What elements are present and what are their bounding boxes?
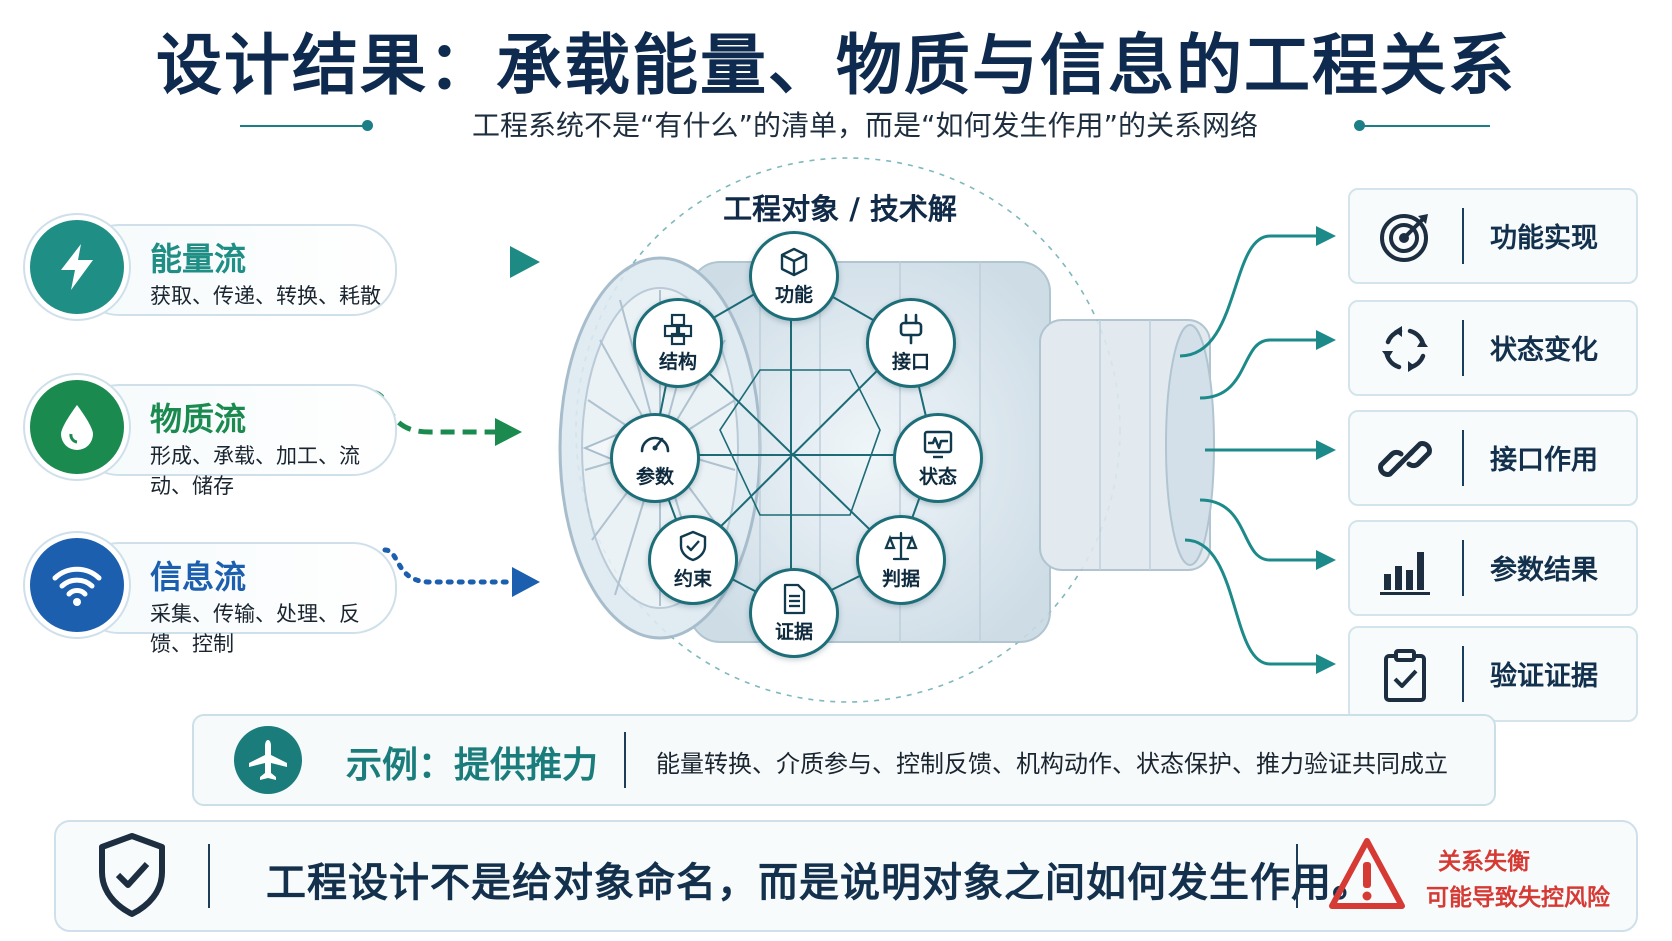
gauge-icon	[640, 436, 670, 453]
output-function-realization[interactable]: 功能实现	[1348, 188, 1638, 284]
node-evidence-label: 证据	[774, 621, 813, 643]
wifi-icon	[30, 538, 124, 632]
cube-icon	[780, 247, 808, 277]
flow-material-title: 物质流	[150, 400, 247, 438]
output-label: 验证证据	[1490, 661, 1598, 692]
monitor-pulse-icon	[923, 430, 953, 459]
page-subtitle: 工程系统不是“有什么”的清单，而是“如何发生作用”的关系网络	[471, 109, 1259, 142]
node-interface[interactable]: 接口	[866, 298, 956, 388]
output-arrowheads	[1316, 226, 1336, 674]
flow-material-pill	[75, 384, 397, 476]
bottom-divider-right	[1296, 844, 1298, 908]
subtitle-left-dot	[362, 120, 373, 131]
blocks-icon	[663, 313, 693, 346]
flow-information-pill	[75, 542, 397, 634]
output-interface-action[interactable]: 接口作用	[1348, 410, 1638, 506]
bottom-statement: 工程设计不是给对象命名，而是说明对象之间如何发生作用。	[266, 860, 1373, 906]
flow-energy-desc: 获取、传递、转换、耗散	[150, 284, 381, 308]
bottom-statement-panel: 工程设计不是给对象命名，而是说明对象之间如何发生作用。 关系失衡 可能导致失控风…	[54, 820, 1638, 932]
node-state[interactable]: 状态	[893, 413, 983, 503]
lightning-icon	[30, 220, 124, 314]
subtitle-row: 工程系统不是“有什么”的清单，而是“如何发生作用”的关系网络	[240, 104, 1490, 144]
node-structure-label: 结构	[658, 351, 697, 373]
subtitle-left-line	[240, 125, 364, 127]
node-constraint-label: 约束	[673, 568, 712, 590]
subtitle-right-line	[1364, 125, 1490, 127]
output-label: 状态变化	[1490, 335, 1598, 366]
link-icon	[1378, 441, 1432, 477]
output-divider	[1462, 540, 1464, 596]
output-divider	[1462, 320, 1464, 376]
node-judgment-label: 判据	[881, 568, 920, 590]
core-title: 工程对象 / 技术解	[723, 192, 957, 226]
node-evidence[interactable]: 证据	[749, 568, 839, 658]
information-flow-arrow	[382, 547, 513, 585]
droplet-icon	[30, 380, 124, 474]
document-icon	[783, 583, 806, 615]
flow-material: 物质流 形成、承载、加工、流动、储存	[30, 380, 397, 498]
clipboard-check-icon	[1384, 649, 1426, 702]
warning-line-2: 可能导致失控风险	[1426, 885, 1610, 911]
example-description: 能量转换、介质参与、控制反馈、机构动作、状态保护、推力验证共同成立	[656, 750, 1448, 778]
plug-icon	[899, 313, 923, 345]
output-divider	[1462, 208, 1464, 264]
output-verification-evidence[interactable]: 验证证据	[1348, 626, 1638, 722]
subtitle-right-dot	[1354, 120, 1365, 131]
flow-energy: 能量流 获取、传递、转换、耗散	[30, 220, 397, 316]
flow-energy-pill	[75, 224, 397, 316]
output-divider	[1462, 430, 1464, 486]
material-flow-arrowhead	[495, 418, 522, 446]
flow-material-desc: 形成、承载、加工、流动、储存	[150, 444, 360, 498]
output-connectors	[1179, 234, 1318, 666]
node-state-label: 状态	[918, 466, 957, 488]
output-label: 功能实现	[1490, 223, 1598, 254]
shield-check-icon	[679, 530, 707, 562]
node-function[interactable]: 功能	[749, 231, 839, 321]
flow-energy-title: 能量流	[150, 240, 247, 278]
warning-triangle-icon	[1329, 838, 1405, 909]
information-flow-arrowhead	[512, 567, 540, 597]
node-parameter-label: 参数	[635, 466, 674, 488]
output-divider	[1462, 646, 1464, 702]
output-label: 接口作用	[1490, 445, 1598, 476]
shield-check-icon	[99, 833, 165, 917]
scales-icon	[884, 531, 918, 561]
bottom-divider-left	[208, 844, 210, 908]
node-function-label: 功能	[774, 284, 813, 306]
example-divider	[624, 732, 626, 788]
node-constraint[interactable]: 约束	[648, 515, 738, 605]
page-title: 设计结果：承载能量、物质与信息的工程关系	[156, 27, 1516, 104]
output-label: 参数结果	[1490, 555, 1598, 586]
node-structure[interactable]: 结构	[633, 298, 723, 388]
example-title: 示例：提供推力	[346, 745, 599, 786]
node-judgment[interactable]: 判据	[856, 515, 946, 605]
flow-information-desc: 采集、传输、处理、反馈、控制	[150, 602, 360, 656]
flow-information-title: 信息流	[150, 558, 247, 596]
node-interface-label: 接口	[891, 351, 930, 373]
example-panel: 示例：提供推力 能量转换、介质参与、控制反馈、机构动作、状态保护、推力验证共同成…	[192, 714, 1496, 806]
airplane-icon	[234, 726, 302, 794]
output-parameter-result[interactable]: 参数结果	[1348, 520, 1638, 616]
cycle-arrows-icon	[1382, 326, 1428, 372]
warning-line-1: 关系失衡	[1438, 849, 1530, 875]
flow-information: 信息流 采集、传输、处理、反馈、控制	[30, 538, 397, 656]
bar-chart-icon	[1380, 552, 1430, 595]
node-parameter[interactable]: 参数	[610, 413, 700, 503]
energy-flow-arrowhead	[510, 246, 540, 278]
output-state-change[interactable]: 状态变化	[1348, 300, 1638, 396]
target-icon	[1380, 214, 1428, 262]
